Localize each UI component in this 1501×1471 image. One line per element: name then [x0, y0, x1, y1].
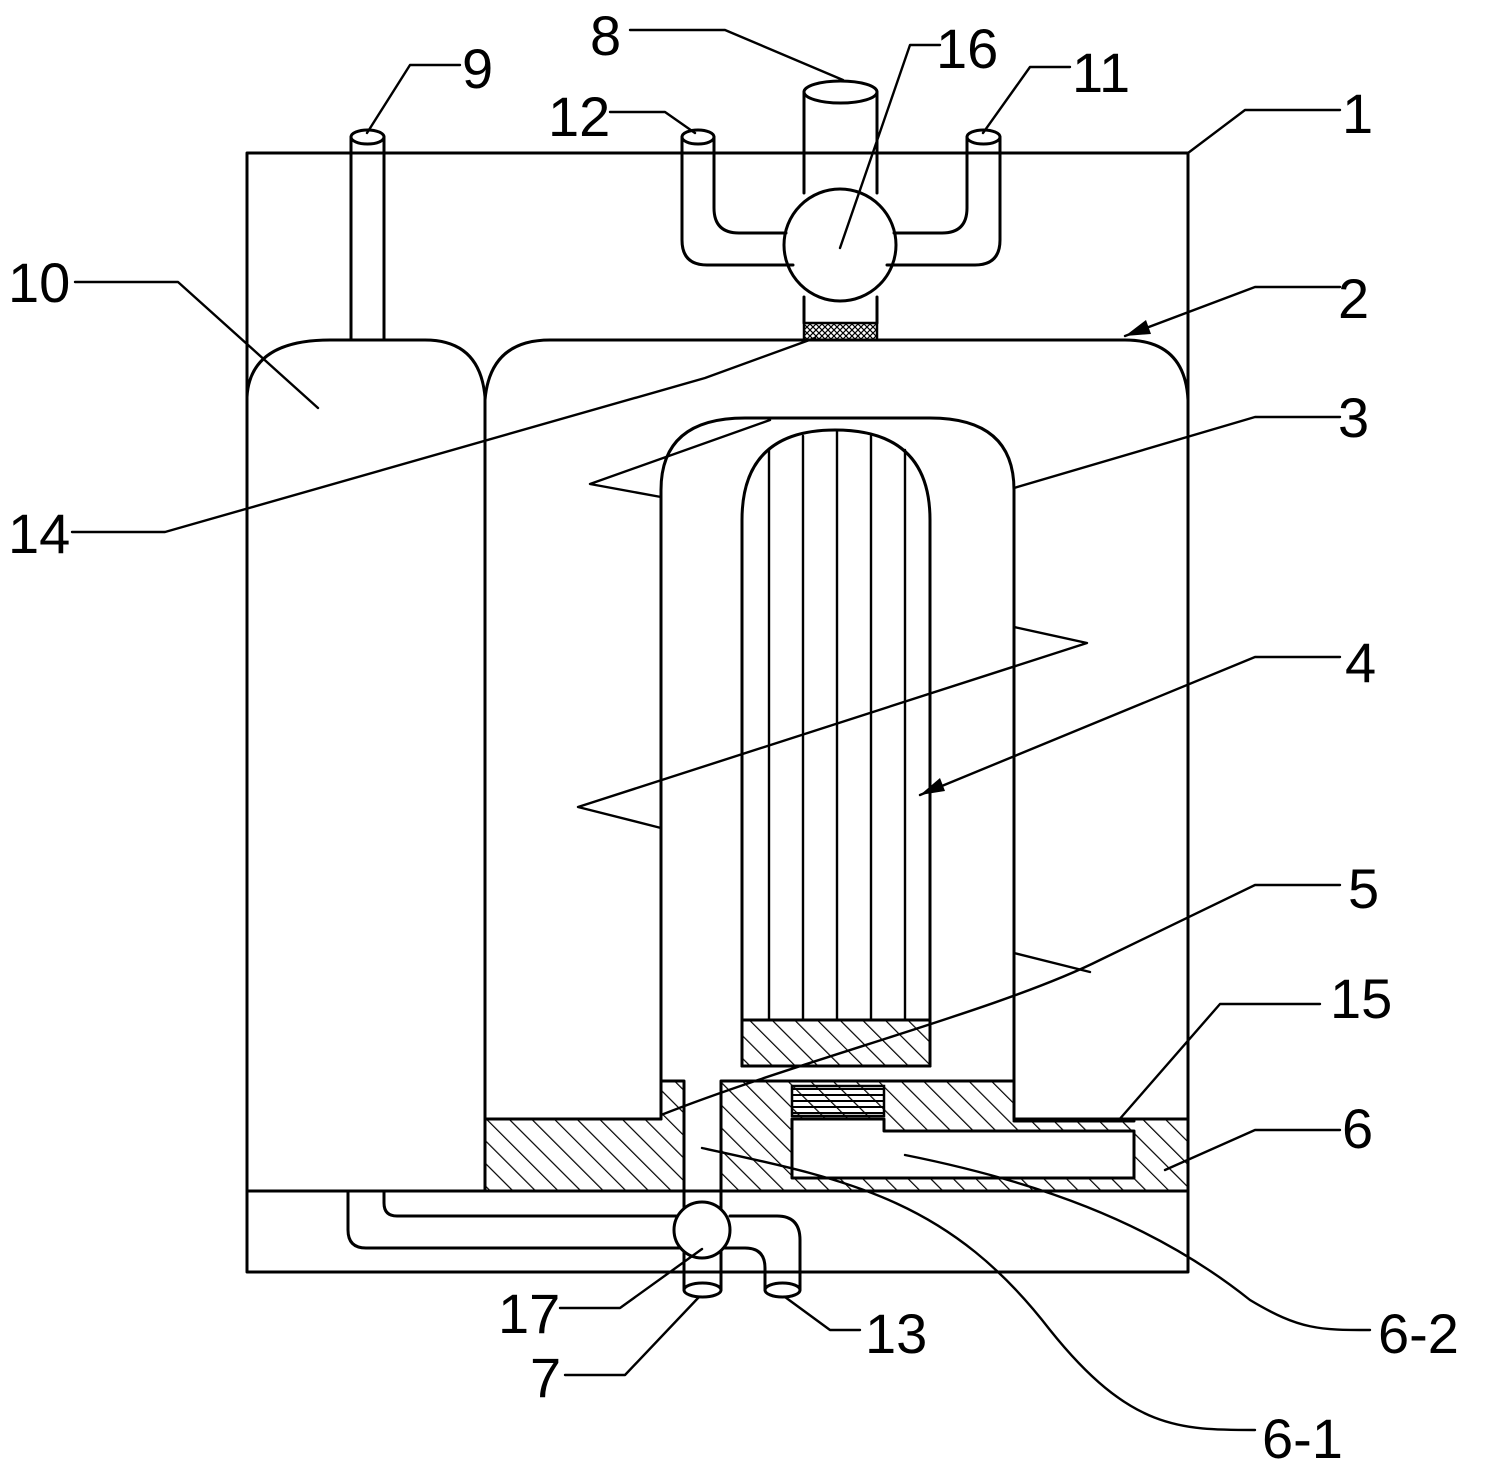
pipe-12-opening	[680, 128, 716, 146]
spiral-fin	[576, 418, 1092, 974]
pipe-9	[349, 135, 386, 342]
label-11: 11	[1072, 41, 1130, 104]
label-4: 4	[1345, 631, 1376, 694]
channel-6-2	[790, 1117, 1136, 1180]
label-5: 5	[1348, 857, 1379, 920]
leader-13	[783, 1295, 862, 1332]
heater-base-block	[740, 1018, 932, 1068]
heater-tubes	[767, 429, 907, 1022]
pipe-11-opening	[965, 128, 1002, 146]
pipe-12	[680, 135, 795, 267]
pipe-8-opening	[802, 79, 879, 105]
pipe-13-opening	[763, 1281, 802, 1299]
label-9: 9	[462, 37, 493, 100]
leader-8	[628, 28, 845, 82]
label-13: 13	[865, 1302, 927, 1365]
label-6-1: 6-1	[1262, 1407, 1343, 1470]
base-plate-left	[483, 1079, 686, 1193]
outer-housing	[245, 151, 1190, 1274]
label-12: 12	[548, 85, 610, 148]
pipe-13	[719, 1214, 802, 1292]
leader-7	[563, 1295, 701, 1377]
label-15: 15	[1330, 967, 1392, 1030]
heater-bundle-4	[740, 428, 932, 1068]
leader-6-2	[903, 1153, 1372, 1332]
label-7: 7	[530, 1346, 561, 1409]
leader-10	[73, 280, 320, 410]
leader-6	[1163, 1128, 1342, 1172]
label-16: 16	[936, 17, 998, 80]
label-17: 17	[498, 1282, 560, 1345]
leader-2-arrow	[1125, 320, 1151, 336]
leader-9	[365, 63, 462, 135]
leader-4	[918, 655, 1342, 797]
label-2: 2	[1338, 267, 1369, 330]
label-6: 6	[1342, 1097, 1373, 1160]
leader-11	[981, 65, 1072, 135]
leader-16	[838, 43, 942, 250]
label-8: 8	[590, 4, 621, 67]
leader-2	[1123, 285, 1342, 338]
leader-6-1	[700, 1146, 1257, 1432]
leader-4-arrow	[920, 778, 945, 795]
left-tank	[245, 338, 487, 1193]
leader-14	[70, 336, 817, 534]
label-1: 1	[1342, 82, 1373, 145]
filter-mesh-14	[802, 321, 879, 342]
label-10: 10	[8, 251, 70, 314]
label-14: 14	[8, 502, 70, 565]
leader-12	[608, 110, 697, 135]
leader-1	[1186, 108, 1342, 155]
leader-17	[558, 1247, 704, 1310]
chamber-2	[483, 338, 1190, 402]
pipe-7-opening	[682, 1281, 723, 1299]
leader-15	[1116, 1002, 1322, 1123]
pipe-11	[885, 135, 1002, 267]
label-3: 3	[1338, 386, 1369, 449]
leader-5	[659, 883, 1342, 1117]
leader-3	[1012, 415, 1342, 490]
pipe-to-tank	[346, 1189, 682, 1250]
valve-17	[672, 1200, 732, 1260]
label-6-2: 6-2	[1378, 1302, 1459, 1365]
seal-5	[790, 1084, 886, 1118]
